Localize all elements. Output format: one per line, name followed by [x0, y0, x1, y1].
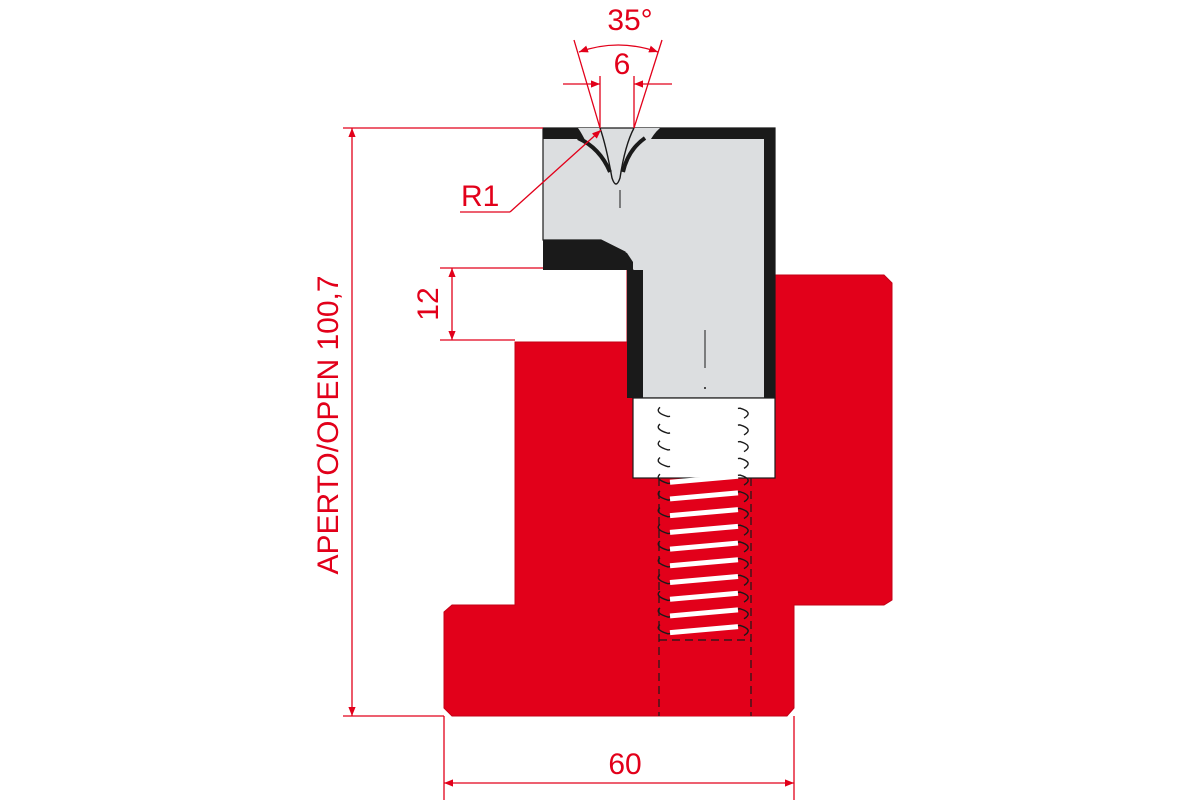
radius-label: R1	[461, 180, 499, 213]
spring-coil-highlight	[669, 540, 739, 552]
open-label: APERTO/OPEN 100,7	[312, 275, 345, 574]
spring-coil-highlight	[669, 490, 739, 502]
stem-band	[627, 270, 643, 398]
spring-coil-highlight	[669, 523, 739, 535]
spring-coil-highlight	[669, 590, 739, 602]
shoulder-band	[543, 240, 633, 270]
spring-coil-highlight	[669, 457, 739, 468]
spring-coil-highlight	[669, 406, 739, 418]
base-label: 60	[608, 748, 641, 781]
top-band-right	[634, 128, 775, 139]
v-groove-outline	[599, 127, 635, 185]
step-label: 12	[412, 287, 445, 320]
spring-coil-highlight	[669, 423, 739, 435]
spring-coil-highlight	[669, 440, 739, 452]
v-groove-shadow	[577, 136, 647, 173]
radius-leader	[509, 129, 602, 213]
spring-coil-highlight	[669, 607, 739, 619]
spring-coil-highlight	[669, 574, 739, 585]
width-label: 6	[614, 48, 631, 81]
right-band	[764, 139, 775, 398]
angle-label: 35°	[607, 4, 652, 37]
center-dot	[704, 387, 706, 389]
spring-coil-highlight	[669, 624, 739, 636]
spring	[657, 406, 749, 637]
spring-coil-highlight	[669, 507, 739, 519]
spring-coil-highlight	[669, 557, 739, 569]
angle-arc	[578, 44, 659, 53]
spring-coil-highlight	[669, 473, 739, 485]
